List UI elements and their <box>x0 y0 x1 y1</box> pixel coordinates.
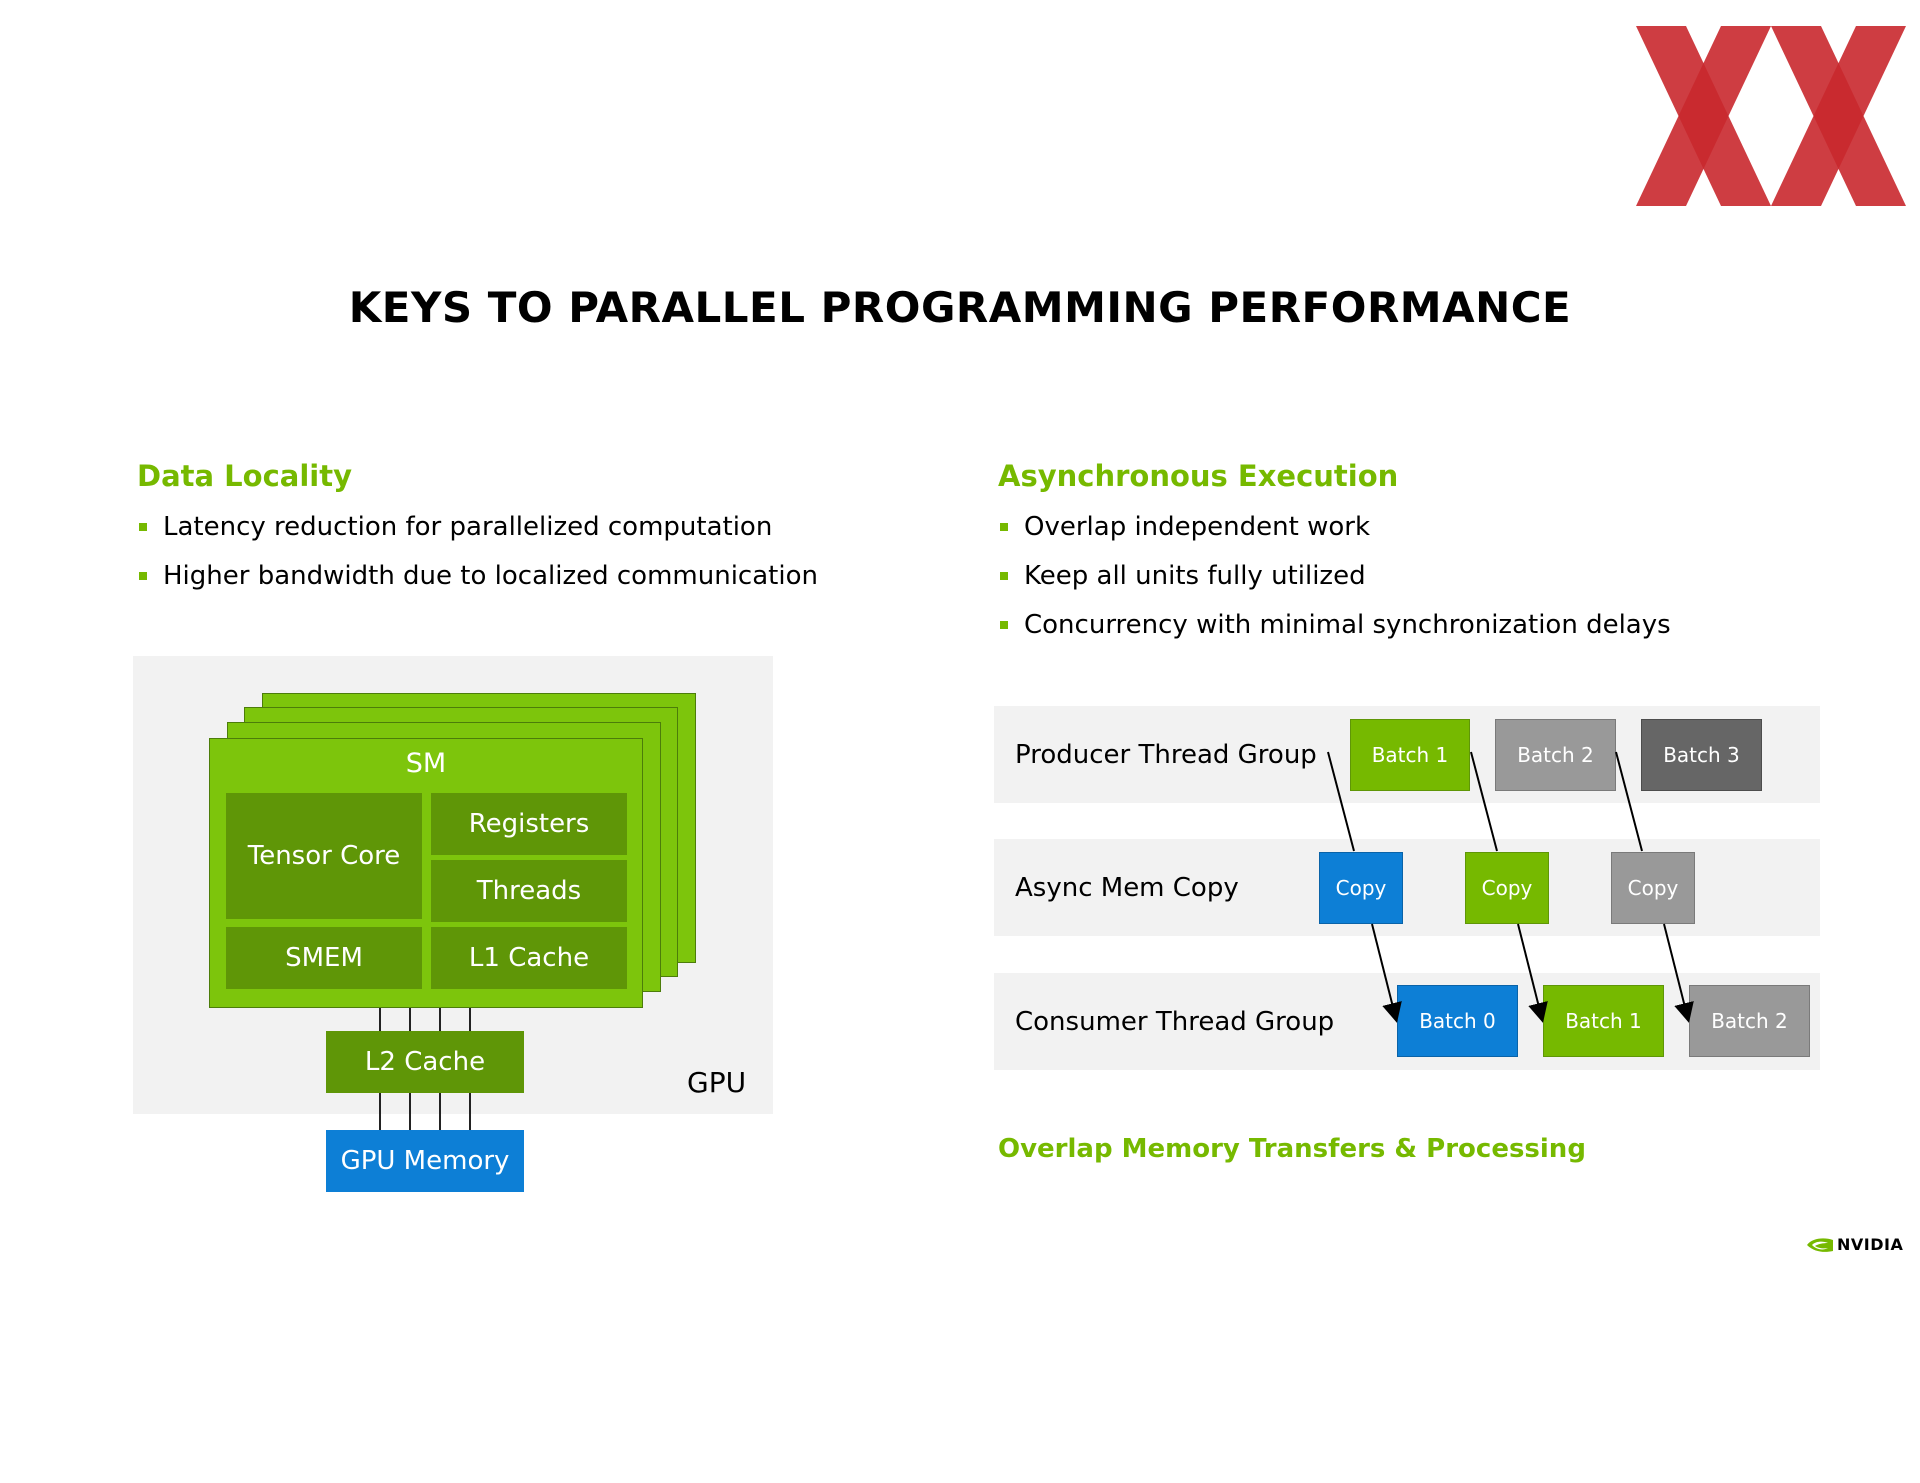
bus-wire <box>379 1008 381 1031</box>
gpu-label: GPU <box>687 1066 747 1099</box>
consumer-batch-box: Batch 2 <box>1689 985 1810 1057</box>
data-locality-bullets: Latency reduction for parallelized compu… <box>139 512 818 610</box>
bus-wire <box>469 1093 471 1130</box>
async-execution-bullets: Overlap independent work Keep all units … <box>1000 512 1671 659</box>
nvidia-eye-icon <box>1807 1237 1833 1252</box>
bus-wire <box>379 1093 381 1130</box>
l2-cache-block: L2 Cache <box>326 1031 524 1093</box>
bus-wire <box>439 1008 441 1031</box>
slide-title: KEYS TO PARALLEL PROGRAMMING PERFORMANCE <box>348 283 1572 332</box>
threads-block: Threads <box>431 860 627 922</box>
copy-box: Copy <box>1465 852 1549 924</box>
nvidia-wordmark: NVIDIA <box>1837 1235 1904 1254</box>
list-item: Keep all units fully utilized <box>1000 561 1671 591</box>
list-item: Concurrency with minimal synchronization… <box>1000 610 1671 640</box>
copy-box: Copy <box>1319 852 1403 924</box>
sm-label: SM <box>405 748 447 779</box>
registers-block: Registers <box>431 793 627 855</box>
l1-cache-block: L1 Cache <box>431 927 627 989</box>
bus-wire <box>409 1008 411 1031</box>
copy-row-label: Async Mem Copy <box>1015 873 1239 903</box>
bus-wire <box>409 1093 411 1130</box>
producer-batch-box: Batch 1 <box>1350 719 1470 791</box>
smem-block: SMEM <box>226 927 422 989</box>
consumer-batch-box: Batch 0 <box>1397 985 1518 1057</box>
gpu-memory-block: GPU Memory <box>326 1130 524 1192</box>
bus-wire <box>469 1008 471 1031</box>
tensor-core-block: Tensor Core <box>226 793 422 919</box>
nvidia-logo: NVIDIA <box>1806 1235 1903 1254</box>
bus-wire <box>439 1093 441 1130</box>
overlap-caption: Overlap Memory Transfers & Processing <box>998 1134 1586 1164</box>
producer-row-label: Producer Thread Group <box>1015 740 1317 770</box>
xx-logo-icon <box>1636 26 1906 206</box>
consumer-batch-box: Batch 1 <box>1543 985 1664 1057</box>
list-item: Higher bandwidth due to localized commun… <box>139 561 818 591</box>
async-execution-heading: Asynchronous Execution <box>998 459 1399 493</box>
list-item: Overlap independent work <box>1000 512 1671 542</box>
producer-batch-box: Batch 3 <box>1641 719 1762 791</box>
data-locality-heading: Data Locality <box>137 459 352 493</box>
list-item: Latency reduction for parallelized compu… <box>139 512 818 542</box>
copy-box: Copy <box>1611 852 1695 924</box>
consumer-row-label: Consumer Thread Group <box>1015 1007 1335 1037</box>
producer-batch-box: Batch 2 <box>1495 719 1616 791</box>
